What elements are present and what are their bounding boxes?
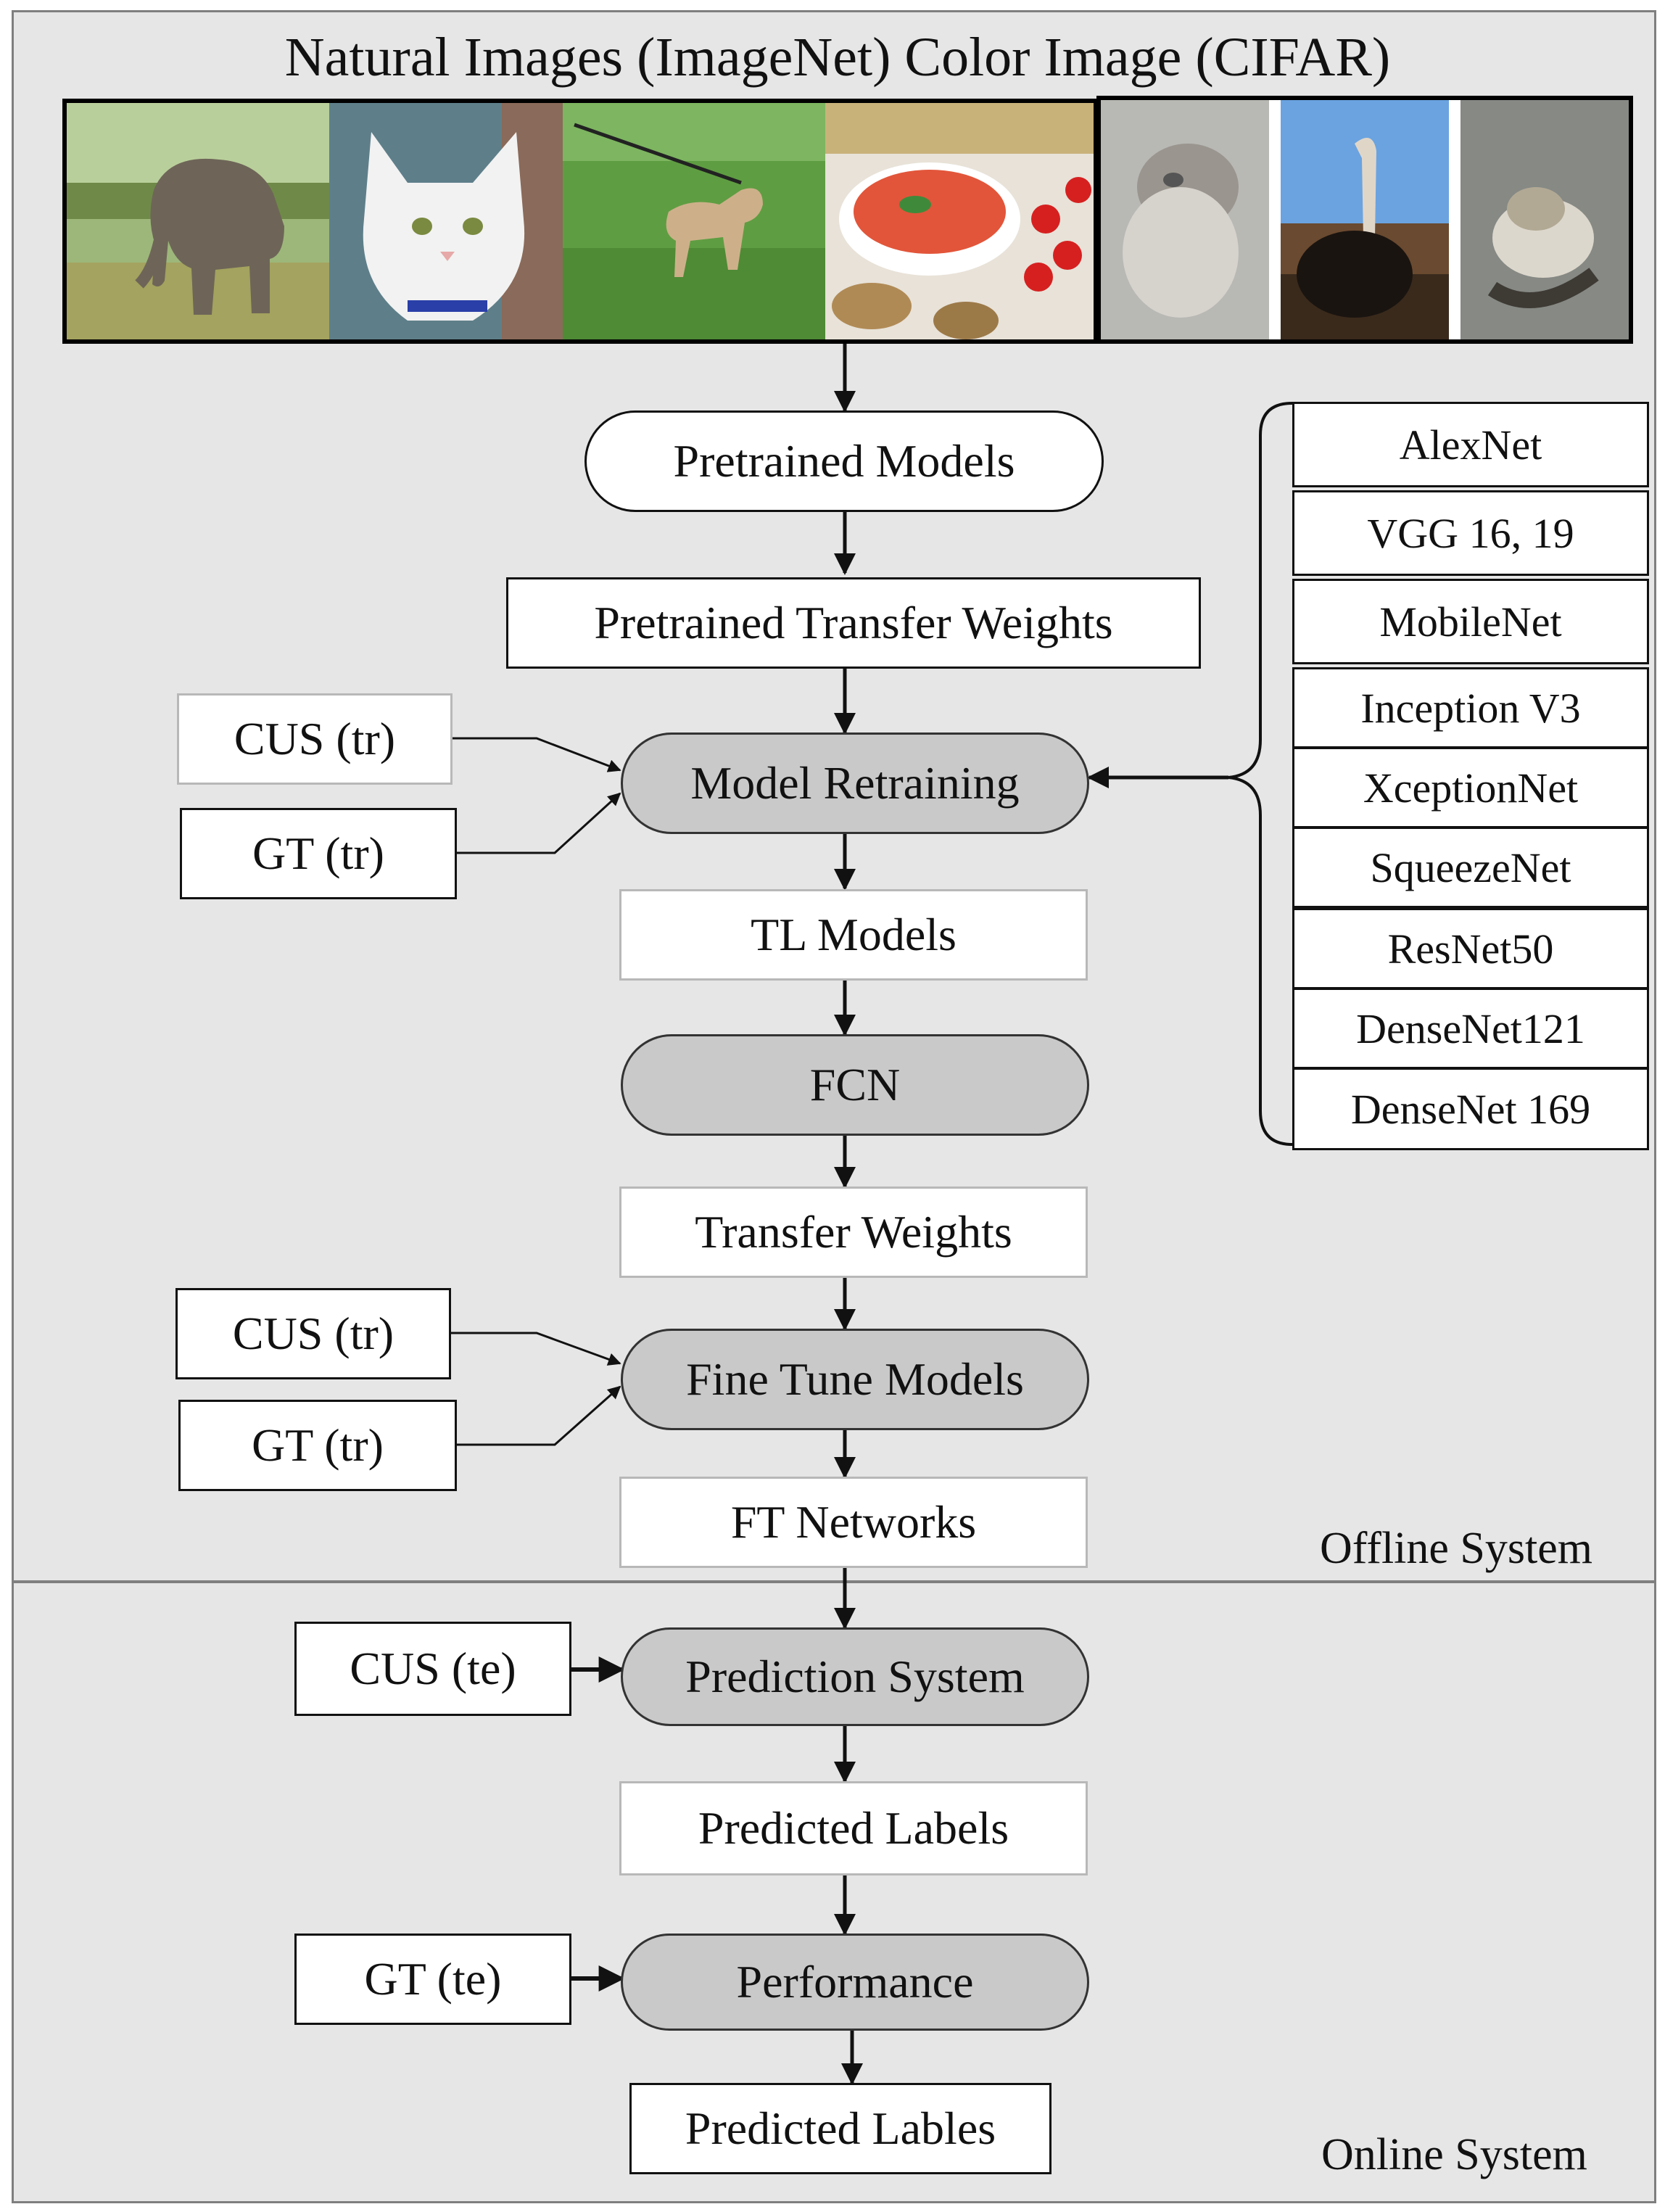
model-list-item: MobileNet <box>1292 579 1649 664</box>
cus-tr-retraining-input: CUS (tr) <box>177 693 453 785</box>
model-list-item: XceptionNet <box>1292 747 1649 828</box>
model-retraining-node: Model Retraining <box>621 732 1089 834</box>
fine-tune-models-node: Fine Tune Models <box>621 1329 1089 1430</box>
online-system-label: Online System <box>1321 2130 1587 2179</box>
ostrich-photo <box>1281 100 1449 339</box>
model-list-item: Inception V3 <box>1292 667 1649 748</box>
arrow-gt-tr-to-retraining <box>454 792 621 854</box>
model-list-item: DenseNet121 <box>1292 988 1649 1069</box>
cus-tr-finetune-input: CUS (tr) <box>175 1288 451 1379</box>
arrow-gt-tr-to-finetune <box>454 1385 621 1446</box>
imagenet-images <box>67 103 1094 339</box>
model-list-item: ResNet50 <box>1292 908 1649 989</box>
predicted-lables-output-node: Predicted Lables <box>629 2083 1052 2174</box>
model-list-item: AlexNet <box>1292 402 1649 487</box>
transfer-weights-node: Transfer Weights <box>619 1187 1088 1278</box>
pretrained-transfer-weights-node: Pretrained Transfer Weights <box>506 577 1201 669</box>
ft-networks-node: FT Networks <box>619 1477 1088 1568</box>
offline-system-label: Offline System <box>1320 1524 1592 1573</box>
model-list-bracket <box>1228 402 1293 1146</box>
tl-models-node: TL Models <box>619 889 1088 981</box>
arrow-cus-tr-to-retraining <box>451 737 621 772</box>
diagram-title: Natural Images (ImageNet) Color Image (C… <box>284 27 1391 88</box>
model-list-item: DenseNet 169 <box>1292 1068 1649 1150</box>
blurry-animal-photo <box>1461 100 1629 339</box>
elephant-photo <box>67 103 329 339</box>
prediction-system-node: Prediction System <box>621 1627 1089 1726</box>
cifar-images <box>1101 100 1629 339</box>
fcn-node: FCN <box>621 1034 1089 1136</box>
predicted-labels-node: Predicted Labels <box>619 1781 1088 1875</box>
gt-tr-retraining-input: GT (tr) <box>180 808 457 899</box>
dog-on-grass-photo <box>563 103 825 339</box>
cifar-image-strip <box>1096 96 1633 344</box>
model-list-item: VGG 16, 19 <box>1292 490 1649 576</box>
gt-te-input: GT (te) <box>294 1934 571 2025</box>
pretrained-models-node: Pretrained Models <box>584 410 1104 512</box>
arrow-cus-tr-to-finetune <box>450 1332 621 1366</box>
cus-te-input: CUS (te) <box>294 1622 571 1716</box>
model-list-item: SqueezeNet <box>1292 827 1649 908</box>
tomato-soup-photo <box>825 103 1094 339</box>
blurry-bird-photo <box>1101 100 1269 339</box>
imagenet-image-strip <box>62 99 1098 344</box>
gt-tr-finetune-input: GT (tr) <box>178 1400 457 1491</box>
white-cat-photo <box>329 103 563 339</box>
performance-node: Performance <box>621 1934 1089 2031</box>
